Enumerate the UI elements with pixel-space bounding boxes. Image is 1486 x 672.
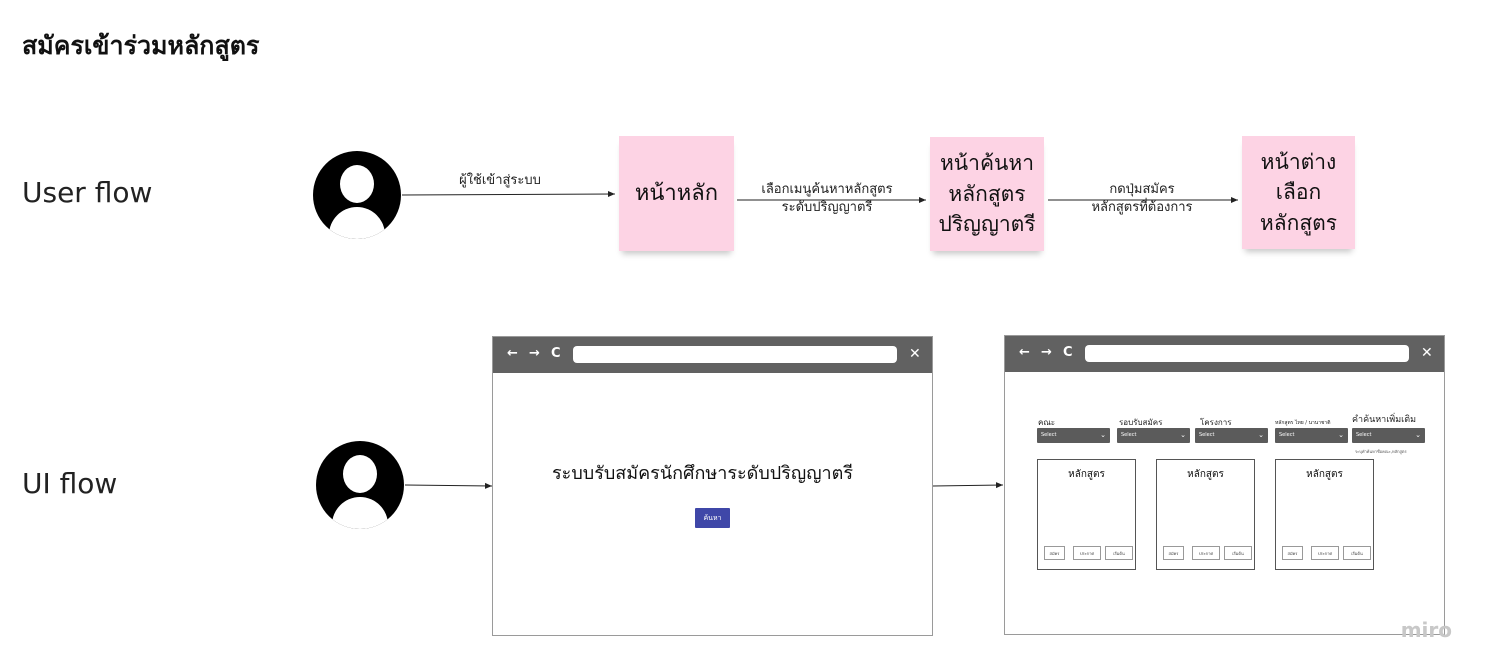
browser-toolbar: ← → C ✕	[1005, 336, 1444, 372]
sticky-home: หน้าหลัก	[619, 136, 734, 251]
filter-label-round: รอบรับสมัคร	[1119, 418, 1163, 427]
sticky-search-page: หน้าค้นหา หลักสูตร ปริญญาตรี	[930, 137, 1044, 251]
project-select[interactable]: Select ⌄	[1195, 428, 1268, 443]
reload-icon[interactable]: C	[1063, 345, 1073, 360]
program-card-title: หลักสูตร	[1068, 469, 1105, 480]
forward-icon[interactable]: →	[1041, 345, 1052, 360]
chevron-down-icon: ⌄	[1100, 431, 1106, 439]
filter-label-faculty: คณะ	[1038, 418, 1056, 427]
program-type-select[interactable]: Select ⌄	[1275, 428, 1348, 443]
select-value: Select	[1199, 432, 1215, 438]
start-button[interactable]: เริ่มต้น	[1343, 546, 1371, 560]
chevron-down-icon: ⌄	[1338, 431, 1344, 439]
browser-home-page: ← → C ✕ ระบบรับสมัครนักศึกษาระดับปริญญาต…	[492, 336, 933, 636]
ui-user-avatar-icon	[316, 441, 404, 529]
filter-label-program-type: หลักสูตร ไทย / นานาชาติ	[1275, 420, 1331, 426]
board-title: สมัครเข้าร่วมหลักสูตร	[22, 31, 260, 60]
browser-search-page: ← → C ✕ คณะ Select⌄ รอบรับสมัคร Select⌄ …	[1004, 335, 1445, 635]
announcement-button[interactable]: ประกาศ	[1192, 546, 1220, 560]
program-card: หลักสูตร สมัคร ประกาศ เริ่มต้น	[1275, 459, 1374, 570]
edge-label-search-menu: เลือกเมนูค้นหาหลักสูตร ระดับปริญญาตรี	[761, 182, 893, 216]
chevron-down-icon: ⌄	[1415, 431, 1421, 439]
back-icon[interactable]: ←	[1019, 345, 1030, 360]
forward-icon[interactable]: →	[529, 346, 540, 361]
keyword-select[interactable]: Select ⌄	[1352, 428, 1425, 443]
edge-label-apply: กดปุ่มสมัคร หลักสูตรที่ต้องการ	[1091, 182, 1193, 216]
back-icon[interactable]: ←	[507, 346, 518, 361]
row-label-ui-flow: UI flow	[22, 467, 118, 500]
program-card-title: หลักสูตร	[1306, 469, 1343, 480]
sticky-select-window: หน้าต่าง เลือก หลักสูตร	[1242, 136, 1355, 249]
program-card: หลักสูตร สมัคร ประกาศ เริ่มต้น	[1037, 459, 1136, 570]
select-value: Select	[1279, 432, 1295, 438]
round-select[interactable]: Select ⌄	[1117, 428, 1190, 443]
select-value: Select	[1121, 432, 1137, 438]
address-bar[interactable]	[573, 346, 897, 363]
program-card: หลักสูตร สมัคร ประกาศ เริ่มต้น	[1156, 459, 1255, 570]
faculty-select[interactable]: Select ⌄	[1037, 428, 1110, 443]
home-hero-title: ระบบรับสมัครนักศึกษาระดับปริญญาตรี	[552, 463, 854, 484]
close-icon[interactable]: ✕	[909, 346, 921, 362]
filter-label-project: โครงการ	[1200, 418, 1232, 427]
browser-toolbar: ← → C ✕	[493, 337, 932, 373]
address-bar[interactable]	[1085, 345, 1409, 362]
close-icon[interactable]: ✕	[1421, 345, 1433, 361]
start-button[interactable]: เริ่มต้น	[1224, 546, 1252, 560]
miro-watermark: miro	[1400, 618, 1452, 642]
edge-ui-home-to-search	[932, 482, 1004, 489]
edge-label-login: ผู้ใช้เข้าสู่ระบบ	[459, 173, 541, 188]
edge-user-to-home	[401, 191, 616, 198]
announcement-button[interactable]: ประกาศ	[1073, 546, 1101, 560]
search-button[interactable]: ค้นหา	[695, 508, 730, 528]
apply-button[interactable]: สมัคร	[1282, 546, 1303, 560]
apply-button[interactable]: สมัคร	[1044, 546, 1065, 560]
chevron-down-icon: ⌄	[1258, 431, 1264, 439]
edge-ui-user-to-home	[404, 482, 493, 489]
row-label-user-flow: User flow	[22, 176, 153, 209]
program-card-title: หลักสูตร	[1187, 469, 1224, 480]
select-value: Select	[1041, 432, 1057, 438]
start-button[interactable]: เริ่มต้น	[1105, 546, 1133, 560]
announcement-button[interactable]: ประกาศ	[1311, 546, 1339, 560]
chevron-down-icon: ⌄	[1180, 431, 1186, 439]
apply-button[interactable]: สมัคร	[1163, 546, 1184, 560]
select-value: Select	[1356, 432, 1372, 438]
keyword-hint: ระบุคำค้นหาชื่อคณะ,หลักสูตร	[1355, 449, 1407, 454]
filter-label-keyword: คำค้นหาเพิ่มเติม	[1352, 415, 1417, 425]
reload-icon[interactable]: C	[551, 346, 561, 361]
user-avatar-icon	[313, 151, 401, 239]
